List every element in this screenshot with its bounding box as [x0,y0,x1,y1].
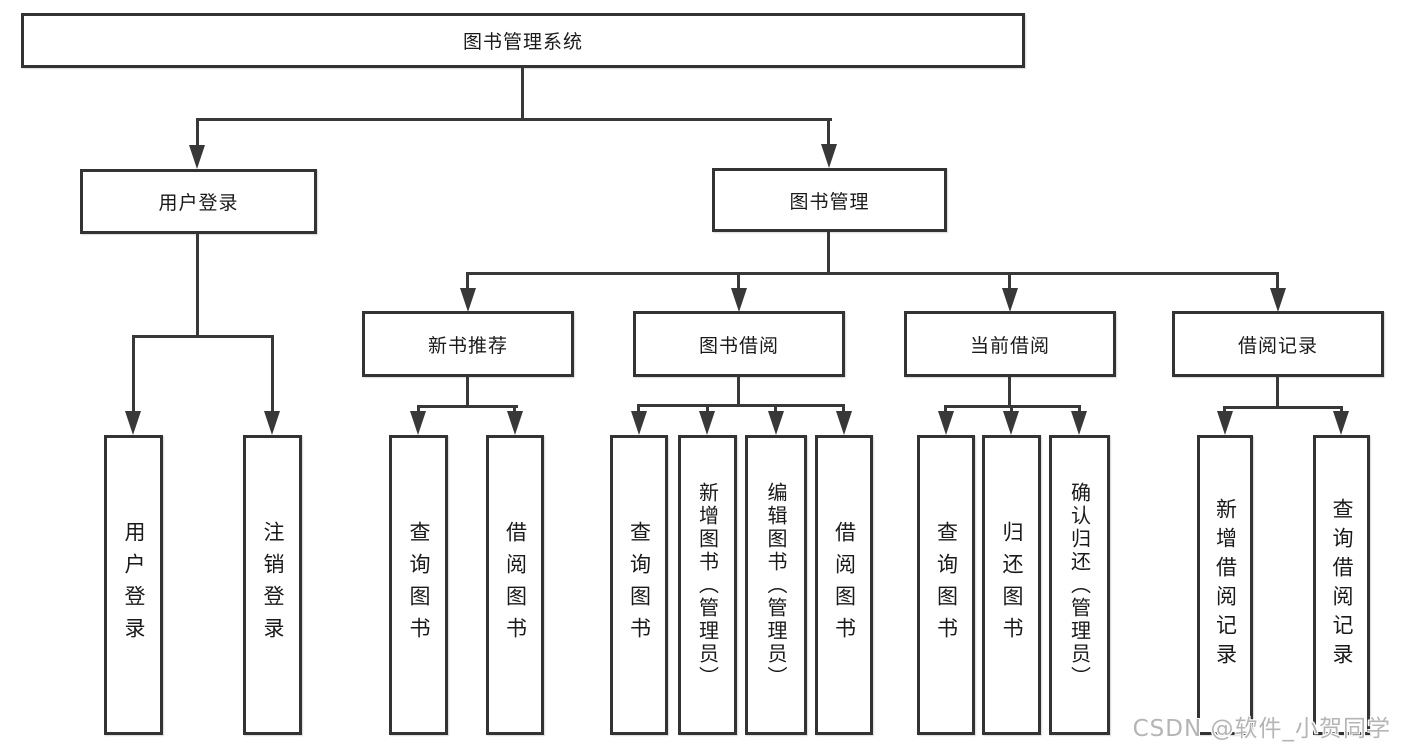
leaf-confirm-return-admin-label: 确认归还（管理员） [1067,481,1092,689]
arrowhead [1003,411,1019,435]
connector-vline [513,405,516,413]
leaf-add-borrow-record-label: 新增借阅记录 [1213,498,1238,672]
leaf-query-books-borrowing-label: 查询图书 [627,521,652,649]
connector-vline [1223,406,1226,413]
connector-vline [944,405,947,413]
connector-hline [417,405,518,408]
connector-vline [196,234,199,335]
arrowhead [410,411,426,435]
connector-hline [132,335,274,338]
leaf-query-books-borrowing: 查询图书 [610,435,668,735]
branch-book-management-label: 图书管理 [789,190,870,213]
connector-hline [1223,406,1343,409]
leaf-logout-label: 注销登录 [261,521,285,649]
connector-vline [774,404,777,413]
connector-vline [706,404,709,413]
arrowhead [460,288,476,312]
connector-hline [637,404,845,407]
arrowhead [938,411,954,435]
connector-vline [1276,377,1279,406]
leaf-user-login-label: 用户登录 [122,521,146,649]
leaf-borrow-books-recommend: 借阅图书 [486,435,544,735]
arrowhead [1333,411,1349,435]
leaf-confirm-return-admin: 确认归还（管理员） [1049,435,1110,735]
branch-borrowing-records-label: 借阅记录 [1237,334,1318,357]
connector-hline [466,272,1279,275]
arrowhead [699,411,715,435]
leaf-return-book: 归还图书 [982,435,1041,735]
arrowhead [631,411,647,435]
connector-vline [466,272,469,290]
branch-borrowing-records: 借阅记录 [1172,311,1384,377]
connector-vline [827,118,830,146]
arrowhead [836,411,852,435]
connector-vline [1008,377,1011,405]
branch-book-borrowing-label: 图书借阅 [698,334,779,357]
connector-vline [417,405,420,413]
connector-vline [1008,272,1011,290]
connector-vline [521,68,524,118]
branch-current-borrowing: 当前借阅 [904,311,1116,377]
leaf-query-books-recommend: 查询图书 [389,435,448,735]
leaf-borrow-books-recommend-label: 借阅图书 [503,521,528,649]
leaf-query-books-current: 查询图书 [917,435,975,735]
root-node-label: 图书管理系统 [462,31,583,53]
connector-vline [1276,272,1279,290]
leaf-user-login: 用户登录 [104,435,163,735]
connector-vline [1010,405,1013,413]
branch-current-borrowing-label: 当前借阅 [969,334,1050,357]
branch-user-login-label: 用户登录 [158,192,239,214]
arrowhead [264,411,280,435]
arrowhead [125,411,141,435]
arrowhead [821,144,837,168]
arrowhead [768,411,784,435]
leaf-query-borrow-record-label: 查询借阅记录 [1330,498,1354,672]
connector-vline [1078,405,1081,413]
branch-user-login: 用户登录 [80,169,317,234]
leaf-logout: 注销登录 [243,435,302,735]
connector-vline [196,118,199,147]
leaf-add-book-admin: 新增图书（管理员） [678,435,737,735]
branch-new-book-recommend: 新书推荐 [362,311,574,377]
leaf-query-books-recommend-label: 查询图书 [407,521,431,649]
leaf-add-book-admin-label: 新增图书（管理员） [695,481,720,689]
connector-vline [842,404,845,413]
branch-book-management: 图书管理 [712,168,947,232]
leaf-return-book-label: 归还图书 [1000,521,1024,649]
watermark: CSDN @软件_小贺同学 [1132,716,1391,742]
arrowhead [1270,288,1286,312]
arrowhead [1217,411,1233,435]
arrowhead [731,288,747,312]
connector-vline [637,404,640,413]
connector-vline [1340,406,1343,413]
arrowhead [1071,411,1087,435]
leaf-borrow-books-borrowing-label: 借阅图书 [832,521,857,649]
connector-vline [132,335,135,413]
leaf-edit-book-admin-label: 编辑图书（管理员） [764,481,788,689]
branch-new-book-recommend-label: 新书推荐 [427,334,508,357]
leaf-add-borrow-record: 新增借阅记录 [1197,435,1253,735]
connector-vline [827,232,830,272]
root-node: 图书管理系统 [21,13,1025,68]
connector-vline [737,272,740,290]
connector-hline [196,118,832,121]
arrowhead [1002,288,1018,312]
leaf-query-books-current-label: 查询图书 [934,521,959,649]
connector-vline [737,377,740,404]
leaf-borrow-books-borrowing: 借阅图书 [815,435,873,735]
connector-vline [466,377,469,405]
arrowhead [189,145,205,169]
leaf-edit-book-admin: 编辑图书（管理员） [745,435,807,735]
arrowhead [507,411,523,435]
leaf-query-borrow-record: 查询借阅记录 [1313,435,1370,735]
connector-vline [271,335,274,413]
branch-book-borrowing: 图书借阅 [633,311,845,377]
